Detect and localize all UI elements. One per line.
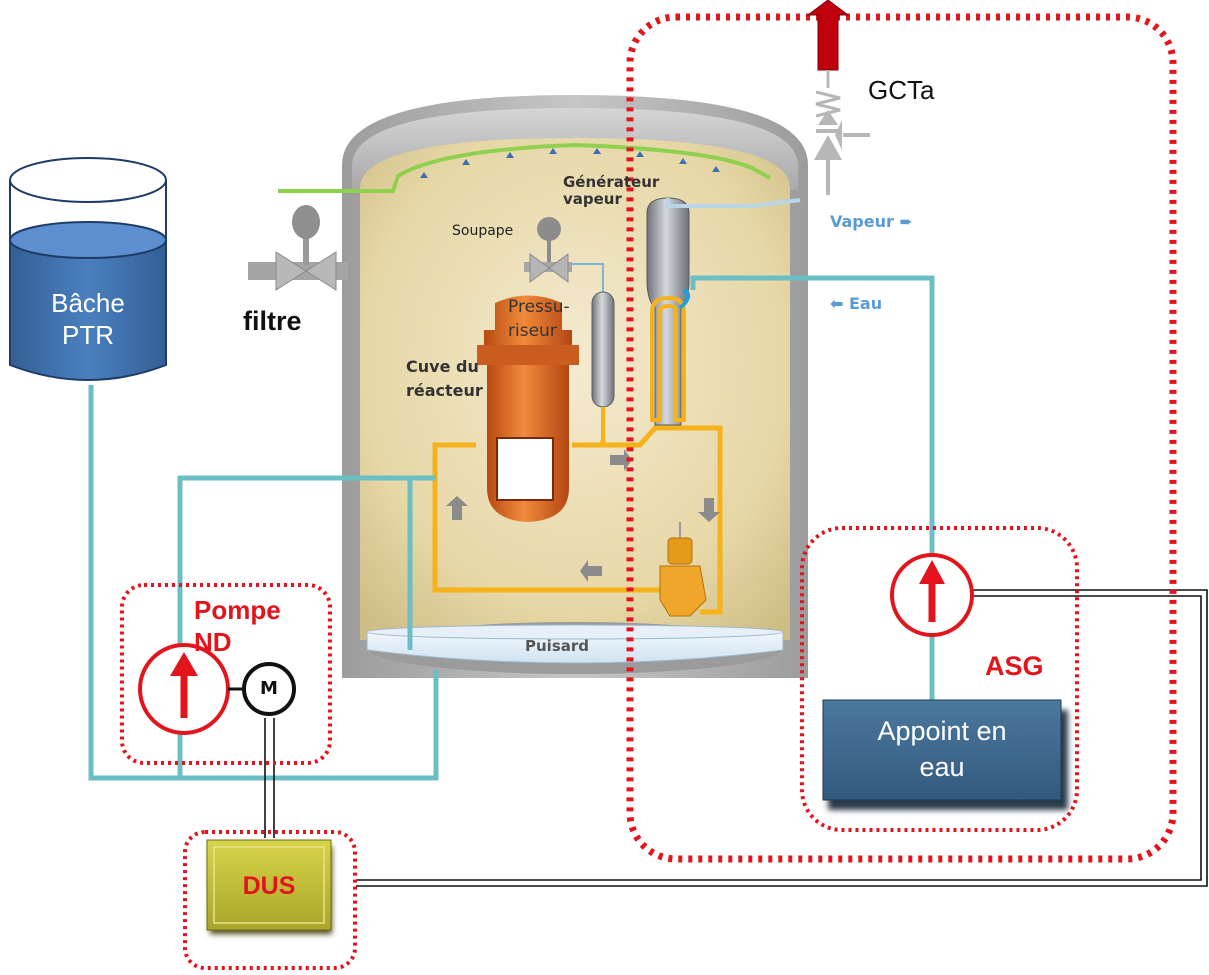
reactor-vessel [477, 295, 579, 522]
puisard [366, 622, 784, 674]
power-cables [264, 589, 1208, 887]
gcta-asg-boundary [626, 13, 1177, 863]
puisard-label: Puisard [525, 637, 589, 655]
eau-label: ⬅ Eau [830, 294, 883, 313]
motor-label: M [260, 678, 278, 699]
appoint-label: Appoint en eau [877, 716, 1007, 782]
flow-arrows [446, 449, 720, 582]
ptr-tank-label: Bâche PTR [51, 288, 125, 350]
primary-loop [432, 425, 723, 615]
gcta-label: GCTa [868, 75, 935, 105]
steam-generator [646, 197, 801, 426]
dus-unit [183, 830, 357, 970]
asg-label: ASG [985, 651, 1044, 681]
filter-valve [248, 205, 348, 291]
ptr-tank [9, 157, 167, 381]
primary-pump [659, 522, 707, 617]
soupape-label: Soupape [452, 223, 514, 239]
spray-line [278, 142, 771, 193]
generateur-label: Générateur vapeur [563, 173, 660, 208]
filtre-label: filtre [243, 306, 302, 336]
asg-system [800, 526, 1079, 832]
gcta-valve [806, 0, 870, 195]
dus-label: DUS [242, 872, 296, 900]
pompe-nd-label: Pompe ND [194, 595, 281, 657]
pressuriseur-label: Pressu- riseur [508, 297, 570, 341]
vapeur-label: Vapeur ➨ [830, 212, 913, 231]
soupape-valve [524, 217, 604, 292]
cuve-label: Cuve du réacteur [406, 357, 483, 400]
pompe-nd [120, 583, 332, 765]
pressuriseur [591, 291, 615, 440]
